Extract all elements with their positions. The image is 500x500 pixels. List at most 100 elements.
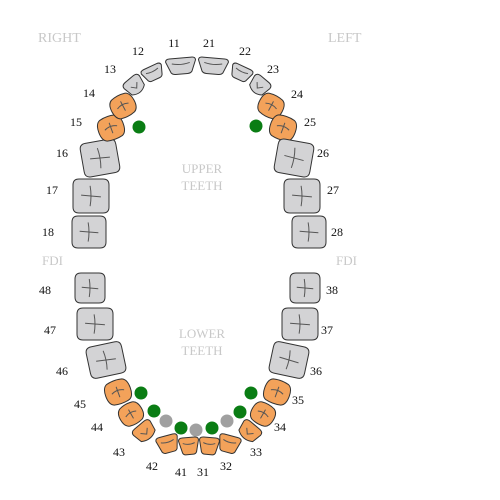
tooth-31[interactable] [198, 436, 220, 456]
tooth-32[interactable] [216, 433, 242, 455]
tooth-41-groove [182, 442, 195, 445]
tooth-16[interactable] [79, 138, 121, 178]
tooth-48-groove [81, 278, 99, 298]
tooth-37-groove [290, 314, 310, 334]
tooth-14[interactable] [107, 90, 140, 122]
tooth-21-number: 21 [203, 36, 215, 50]
tooth-18-groove [79, 222, 99, 242]
tooth-44-groove [125, 409, 137, 419]
tooth-21-crown[interactable] [197, 56, 229, 76]
tooth-26-number: 26 [317, 146, 329, 160]
tooth-27-groove [292, 185, 312, 207]
tooth-32-groove [223, 439, 237, 444]
labels-layer: RIGHT LEFT UPPER TEETH LOWER TEETH FDI F… [38, 31, 362, 358]
tooth-11[interactable] [165, 56, 197, 76]
marker-green-24-25[interactable] [249, 119, 263, 133]
tooth-11-crown[interactable] [165, 56, 197, 76]
tooth-13-crown[interactable] [122, 73, 148, 99]
marker-green-31-32[interactable] [205, 421, 219, 435]
marker-green-42-41[interactable] [174, 421, 188, 435]
left-label: LEFT [328, 31, 362, 46]
lower-teeth-label-line1: LOWER [179, 326, 226, 341]
tooth-37[interactable] [281, 307, 319, 341]
tooth-17[interactable] [72, 178, 110, 214]
tooth-35[interactable] [261, 376, 294, 407]
tooth-21[interactable] [197, 56, 229, 76]
tooth-17-groove [81, 185, 101, 207]
tooth-42-groove [160, 439, 174, 444]
tooth-15-number: 15 [70, 115, 82, 129]
tooth-18[interactable] [71, 215, 107, 249]
tooth-43-number: 43 [113, 445, 125, 459]
tooth-31-crown[interactable] [198, 436, 220, 456]
tooth-23[interactable] [246, 73, 272, 99]
tooth-25-groove [276, 122, 290, 134]
tooth-42-crown[interactable] [155, 433, 181, 455]
tooth-31-groove [203, 442, 216, 445]
tooth-23-number: 23 [267, 62, 279, 76]
tooth-46-groove [96, 350, 116, 370]
tooth-36[interactable] [268, 341, 310, 380]
tooth-47[interactable] [76, 307, 114, 341]
tooth-23-crown[interactable] [246, 73, 272, 99]
tooth-42-number: 42 [146, 459, 158, 473]
tooth-44-number: 44 [91, 420, 103, 434]
tooth-45[interactable] [102, 376, 135, 407]
tooth-47-number: 47 [44, 323, 56, 337]
marker-green-44-43[interactable] [147, 404, 161, 418]
tooth-41[interactable] [178, 436, 199, 456]
tooth-41-number: 41 [175, 465, 187, 479]
tooth-13[interactable] [122, 73, 148, 99]
tooth-38[interactable] [289, 272, 321, 304]
tooth-38-groove [296, 278, 314, 298]
tooth-22-crown[interactable] [228, 62, 254, 84]
upper-teeth-label-line1: UPPER [182, 161, 223, 176]
tooth-33-groove [246, 427, 254, 435]
marker-green-33-34[interactable] [233, 405, 247, 419]
tooth-48-number: 48 [39, 283, 51, 297]
tooth-43[interactable] [131, 418, 159, 445]
marker-green-15-14[interactable] [132, 120, 146, 134]
marker-green-45-44[interactable] [134, 386, 148, 400]
tooth-22-number: 22 [239, 44, 251, 58]
marker-green-34-35[interactable] [244, 386, 258, 400]
tooth-12-crown[interactable] [140, 62, 166, 84]
tooth-28-groove [299, 222, 319, 242]
lower-teeth-label-line2: TEETH [181, 343, 222, 358]
tooth-48[interactable] [74, 272, 106, 304]
tooth-13-number: 13 [104, 62, 116, 76]
marker-gray-32-33[interactable] [220, 414, 234, 428]
tooth-42[interactable] [155, 433, 181, 455]
tooth-14-number: 14 [83, 86, 95, 100]
tooth-15-groove [104, 122, 118, 134]
fdi-label-left-side: FDI [336, 253, 357, 268]
tooth-24-number: 24 [291, 87, 303, 101]
tooth-26-groove [284, 147, 304, 169]
tooth-11-number: 11 [168, 36, 180, 50]
tooth-36-number: 36 [310, 364, 322, 378]
tooth-11-groove [171, 61, 190, 66]
tooth-18-number: 18 [42, 225, 54, 239]
tooth-41-crown[interactable] [178, 436, 199, 456]
tooth-27[interactable] [283, 178, 321, 214]
tooth-12[interactable] [140, 62, 166, 84]
tooth-46[interactable] [85, 341, 127, 380]
tooth-24-groove [265, 101, 277, 111]
tooth-22[interactable] [228, 62, 254, 84]
tooth-26[interactable] [273, 138, 315, 178]
tooth-16-groove [90, 147, 110, 169]
tooth-33-crown[interactable] [235, 418, 263, 445]
tooth-44[interactable] [115, 398, 147, 429]
tooth-27-number: 27 [327, 183, 339, 197]
tooth-33[interactable] [235, 418, 263, 445]
tooth-45-groove [111, 386, 125, 398]
marker-gray-43-42[interactable] [159, 414, 173, 428]
tooth-32-crown[interactable] [216, 433, 242, 455]
tooth-43-crown[interactable] [131, 418, 159, 445]
tooth-28[interactable] [291, 215, 327, 249]
tooth-23-groove [256, 82, 264, 89]
marker-gray-41-31[interactable] [189, 423, 203, 437]
tooth-34[interactable] [247, 398, 279, 429]
